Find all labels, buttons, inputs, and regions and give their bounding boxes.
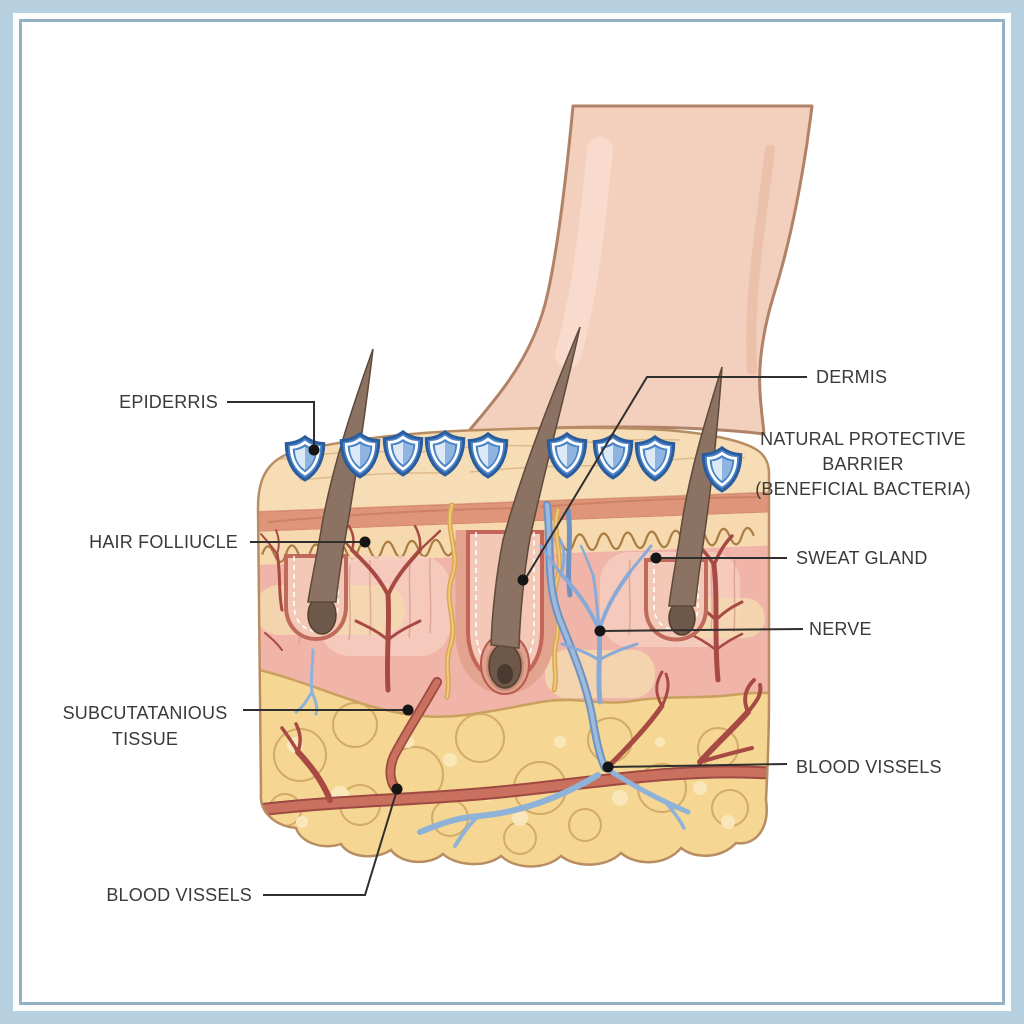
label-barrier-line1: NATURAL PROTECTIVE BARRIER <box>760 429 966 474</box>
epidermis-layer <box>258 427 769 512</box>
subcutaneous-vessels <box>258 670 769 848</box>
label-subcutaneous-line2: TISSUE <box>111 729 179 749</box>
pressing-finger <box>466 104 814 436</box>
label-hair-follicle: HAIR FOLLIUCLE <box>89 532 238 552</box>
label-epidermis: EPIDERRIS <box>119 392 218 412</box>
label-nerve: NERVE <box>809 619 872 639</box>
hair-shafts <box>307 326 723 689</box>
label-subcutaneous-tissue: SUBCUTATANIOUS TISSUE <box>55 700 235 752</box>
sweat-gland-ducts <box>444 502 563 700</box>
label-protective-barrier: NATURAL PROTECTIVE BARRIER (BENEFICIAL B… <box>722 427 1004 502</box>
label-dermis: DERMIS <box>816 367 888 387</box>
finger-shading <box>746 145 775 375</box>
hair-shaft-2 <box>490 326 581 649</box>
skin-block-outline <box>256 426 771 868</box>
hair-bulb-2-tip <box>497 664 513 684</box>
leader-lines <box>227 376 807 896</box>
label-subcutaneous-line1: SUBCUTATANIOUS <box>62 703 228 723</box>
label-blood-vessels-right: BLOOD VISSELS <box>796 757 942 777</box>
label-sweat-gland: SWEAT GLAND <box>796 548 928 568</box>
label-blood-vessels-bottom: BLOOD VISSELS <box>106 885 252 905</box>
leader-dots <box>308 444 662 795</box>
finger-highlight <box>555 137 613 368</box>
label-barrier-line2: (BENEFICIAL BACTERIA) <box>755 479 971 499</box>
